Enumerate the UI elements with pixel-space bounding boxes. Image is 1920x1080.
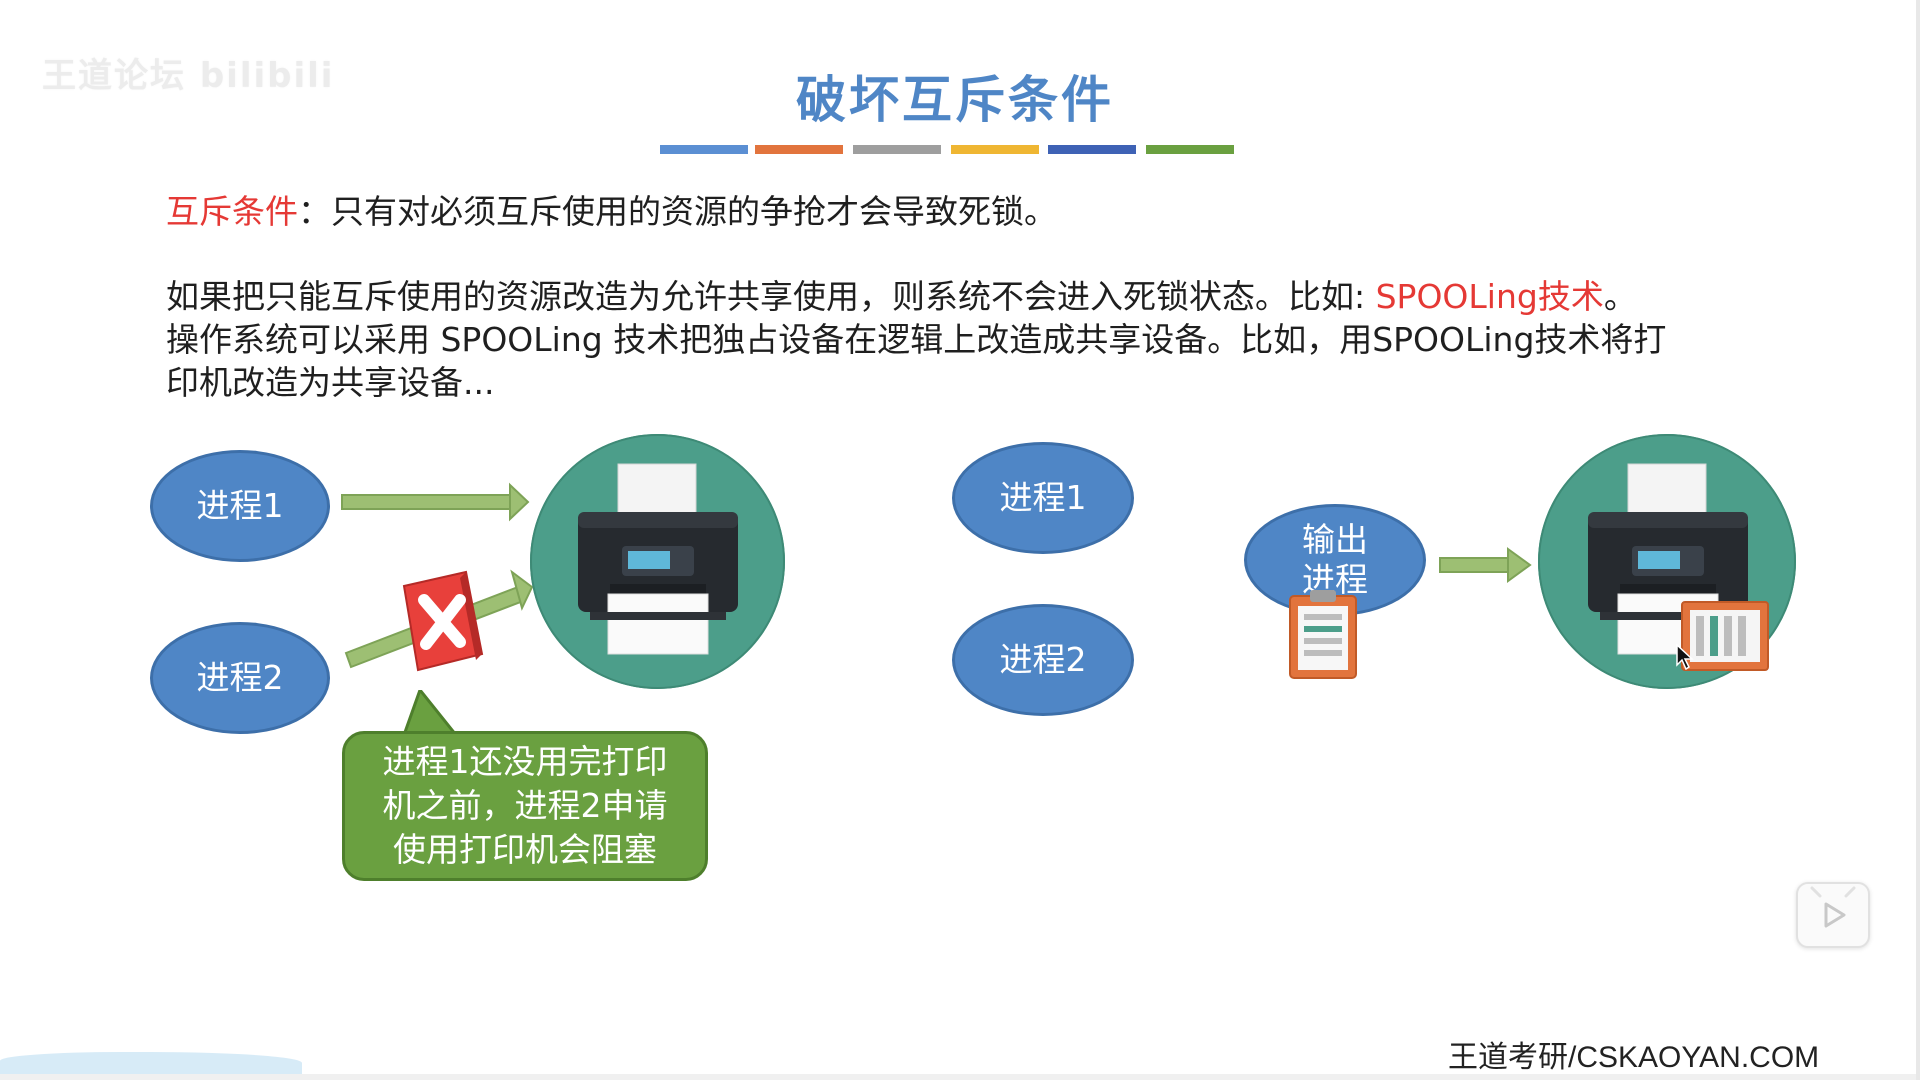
title-underline-bar-5 [1048, 145, 1136, 154]
decorative-wave [0, 1052, 302, 1074]
left-printer-circle [530, 434, 785, 689]
spooling-line-1-end: 。 [1604, 277, 1637, 316]
right-process1-ellipse: 进程1 [952, 442, 1134, 554]
left-process1-ellipse: 进程1 [150, 450, 330, 562]
callout-pointer [400, 690, 460, 735]
spooling-paragraph: 如果把只能互斥使用的资源改造为允许共享使用，则系统不会进入死锁状态。比如: SP… [166, 275, 1666, 404]
bottom-border [0, 1074, 1920, 1080]
title-underline-bar-1 [660, 145, 748, 154]
printer-icon [530, 434, 785, 689]
mutex-condition-paragraph: 互斥条件：只有对必须互斥使用的资源的争抢才会导致死锁。 [166, 190, 1057, 233]
blocking-callout: 进程1还没用完打印 机之前，进程2申请 使用打印机会阻塞 [342, 731, 708, 881]
spooling-line-2: 操作系统可以采用 SPOOLing 技术把独占设备在逻辑上改造成共享设备。比如，… [166, 318, 1666, 361]
output-process-line-1: 输出 [1302, 520, 1368, 560]
callout-line-2: 机之前，进程2申请 [345, 784, 705, 828]
mouse-cursor-icon [1676, 644, 1694, 670]
mutex-condition-text: ：只有对必须互斥使用的资源的争抢才会导致死锁。 [298, 192, 1057, 231]
mutex-condition-label: 互斥条件 [166, 192, 298, 231]
title-underline-bar-6 [1146, 145, 1234, 154]
callout-line-3: 使用打印机会阻塞 [345, 828, 705, 872]
title-underline-bar-4 [951, 145, 1039, 154]
arrow-output-to-printer [1436, 546, 1536, 586]
title-underline-bar-3 [853, 145, 941, 154]
clipboard-icon [1288, 590, 1360, 680]
play-button[interactable] [1796, 882, 1870, 948]
callout-line-1: 进程1还没用完打印 [345, 740, 705, 784]
right-border [1916, 0, 1920, 1080]
play-icon [1798, 884, 1868, 946]
slide-title: 破坏互斥条件 [0, 60, 1910, 132]
spooling-line-1: 如果把只能互斥使用的资源改造为允许共享使用，则系统不会进入死锁状态。比如: SP… [166, 275, 1666, 318]
left-process2-ellipse: 进程2 [150, 622, 330, 734]
reject-x-icon [396, 568, 486, 678]
footer-brand: 王道考研/CSKAOYAN.COM [1448, 1032, 1819, 1076]
arrow-process1-to-printer [342, 485, 528, 519]
spooling-highlight: SPOOLing技术 [1376, 277, 1604, 316]
right-process2-ellipse: 进程2 [952, 604, 1134, 716]
spooling-line-1-text: 如果把只能互斥使用的资源改造为允许共享使用，则系统不会进入死锁状态。比如: [166, 277, 1376, 316]
spooling-line-3: 印机改造为共享设备... [166, 361, 1666, 404]
title-underline-bar-2 [755, 145, 843, 154]
